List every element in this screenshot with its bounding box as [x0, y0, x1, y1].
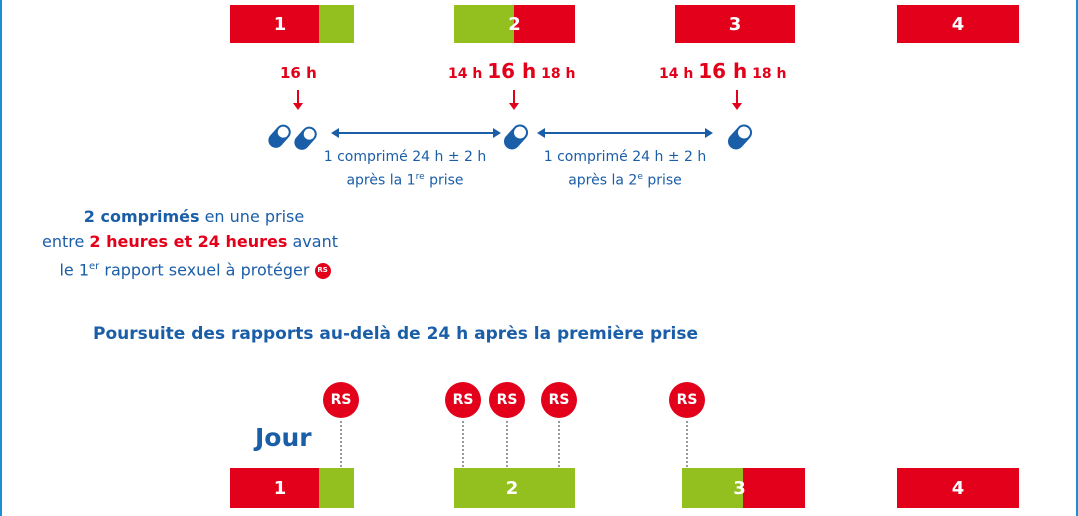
rs-connector [686, 421, 688, 467]
rs-badge-icon: RS [669, 382, 705, 418]
top-day-block-3: 3 [675, 5, 795, 43]
rs-badge-icon: RS [314, 262, 331, 279]
arrow-down-icon [293, 90, 303, 110]
top-day-block-4: 4 [897, 5, 1019, 43]
interval-arrow-1 [331, 128, 501, 138]
first-dose-instructions: 2 comprimés en une prise entre 2 heures … [42, 207, 338, 280]
bottom-day-block-1: 1 [230, 468, 354, 508]
rs-connector [462, 421, 464, 467]
interval-arrow-2 [537, 128, 713, 138]
rs-connector [558, 421, 560, 467]
top-day-label-2: 2 [508, 13, 521, 35]
pill-icon [727, 124, 753, 150]
top-day-block-2: 2 [454, 5, 575, 43]
rs-badge-icon: RS [323, 382, 359, 418]
rs-connector [340, 421, 342, 467]
arrow-down-icon [732, 90, 742, 110]
time-day2: 14 h 16 h 18 h [448, 59, 576, 83]
time-day1: 16 h [280, 64, 317, 82]
pill-icon [268, 124, 317, 150]
continuation-title: Poursuite des rapports au-delà de 24 h a… [93, 324, 698, 344]
rs-badge-icon: RS [541, 382, 577, 418]
bottom-day-block-2: 2 [454, 468, 575, 508]
interval-caption-1: 1 comprimé 24 h ± 2 h après la 1re prise [323, 149, 487, 189]
time-day3: 14 h 16 h 18 h [659, 59, 787, 83]
rs-badge-icon: RS [489, 382, 525, 418]
top-day-block-1: 1 [230, 5, 354, 43]
pill-icon [503, 124, 529, 150]
interval-caption-2: 1 comprimé 24 h ± 2 h après la 2e prise [543, 149, 707, 189]
bottom-day-block-3: 3 [682, 468, 805, 508]
arrow-down-icon [509, 90, 519, 110]
top-day-label-3: 3 [728, 13, 742, 35]
bottom-day-label-2: 2 [505, 477, 519, 499]
jour-label: Jour [255, 423, 312, 452]
bottom-day-block-4: 4 [897, 468, 1019, 508]
top-day-label-1: 1 [273, 13, 287, 35]
rs-connector [506, 421, 508, 467]
bottom-day-label-1: 1 [273, 477, 287, 499]
bottom-day-label-3: 3 [733, 477, 746, 499]
rs-badge-icon: RS [445, 382, 481, 418]
top-day-label-4: 4 [951, 13, 965, 35]
bottom-day-label-4: 4 [951, 477, 965, 499]
